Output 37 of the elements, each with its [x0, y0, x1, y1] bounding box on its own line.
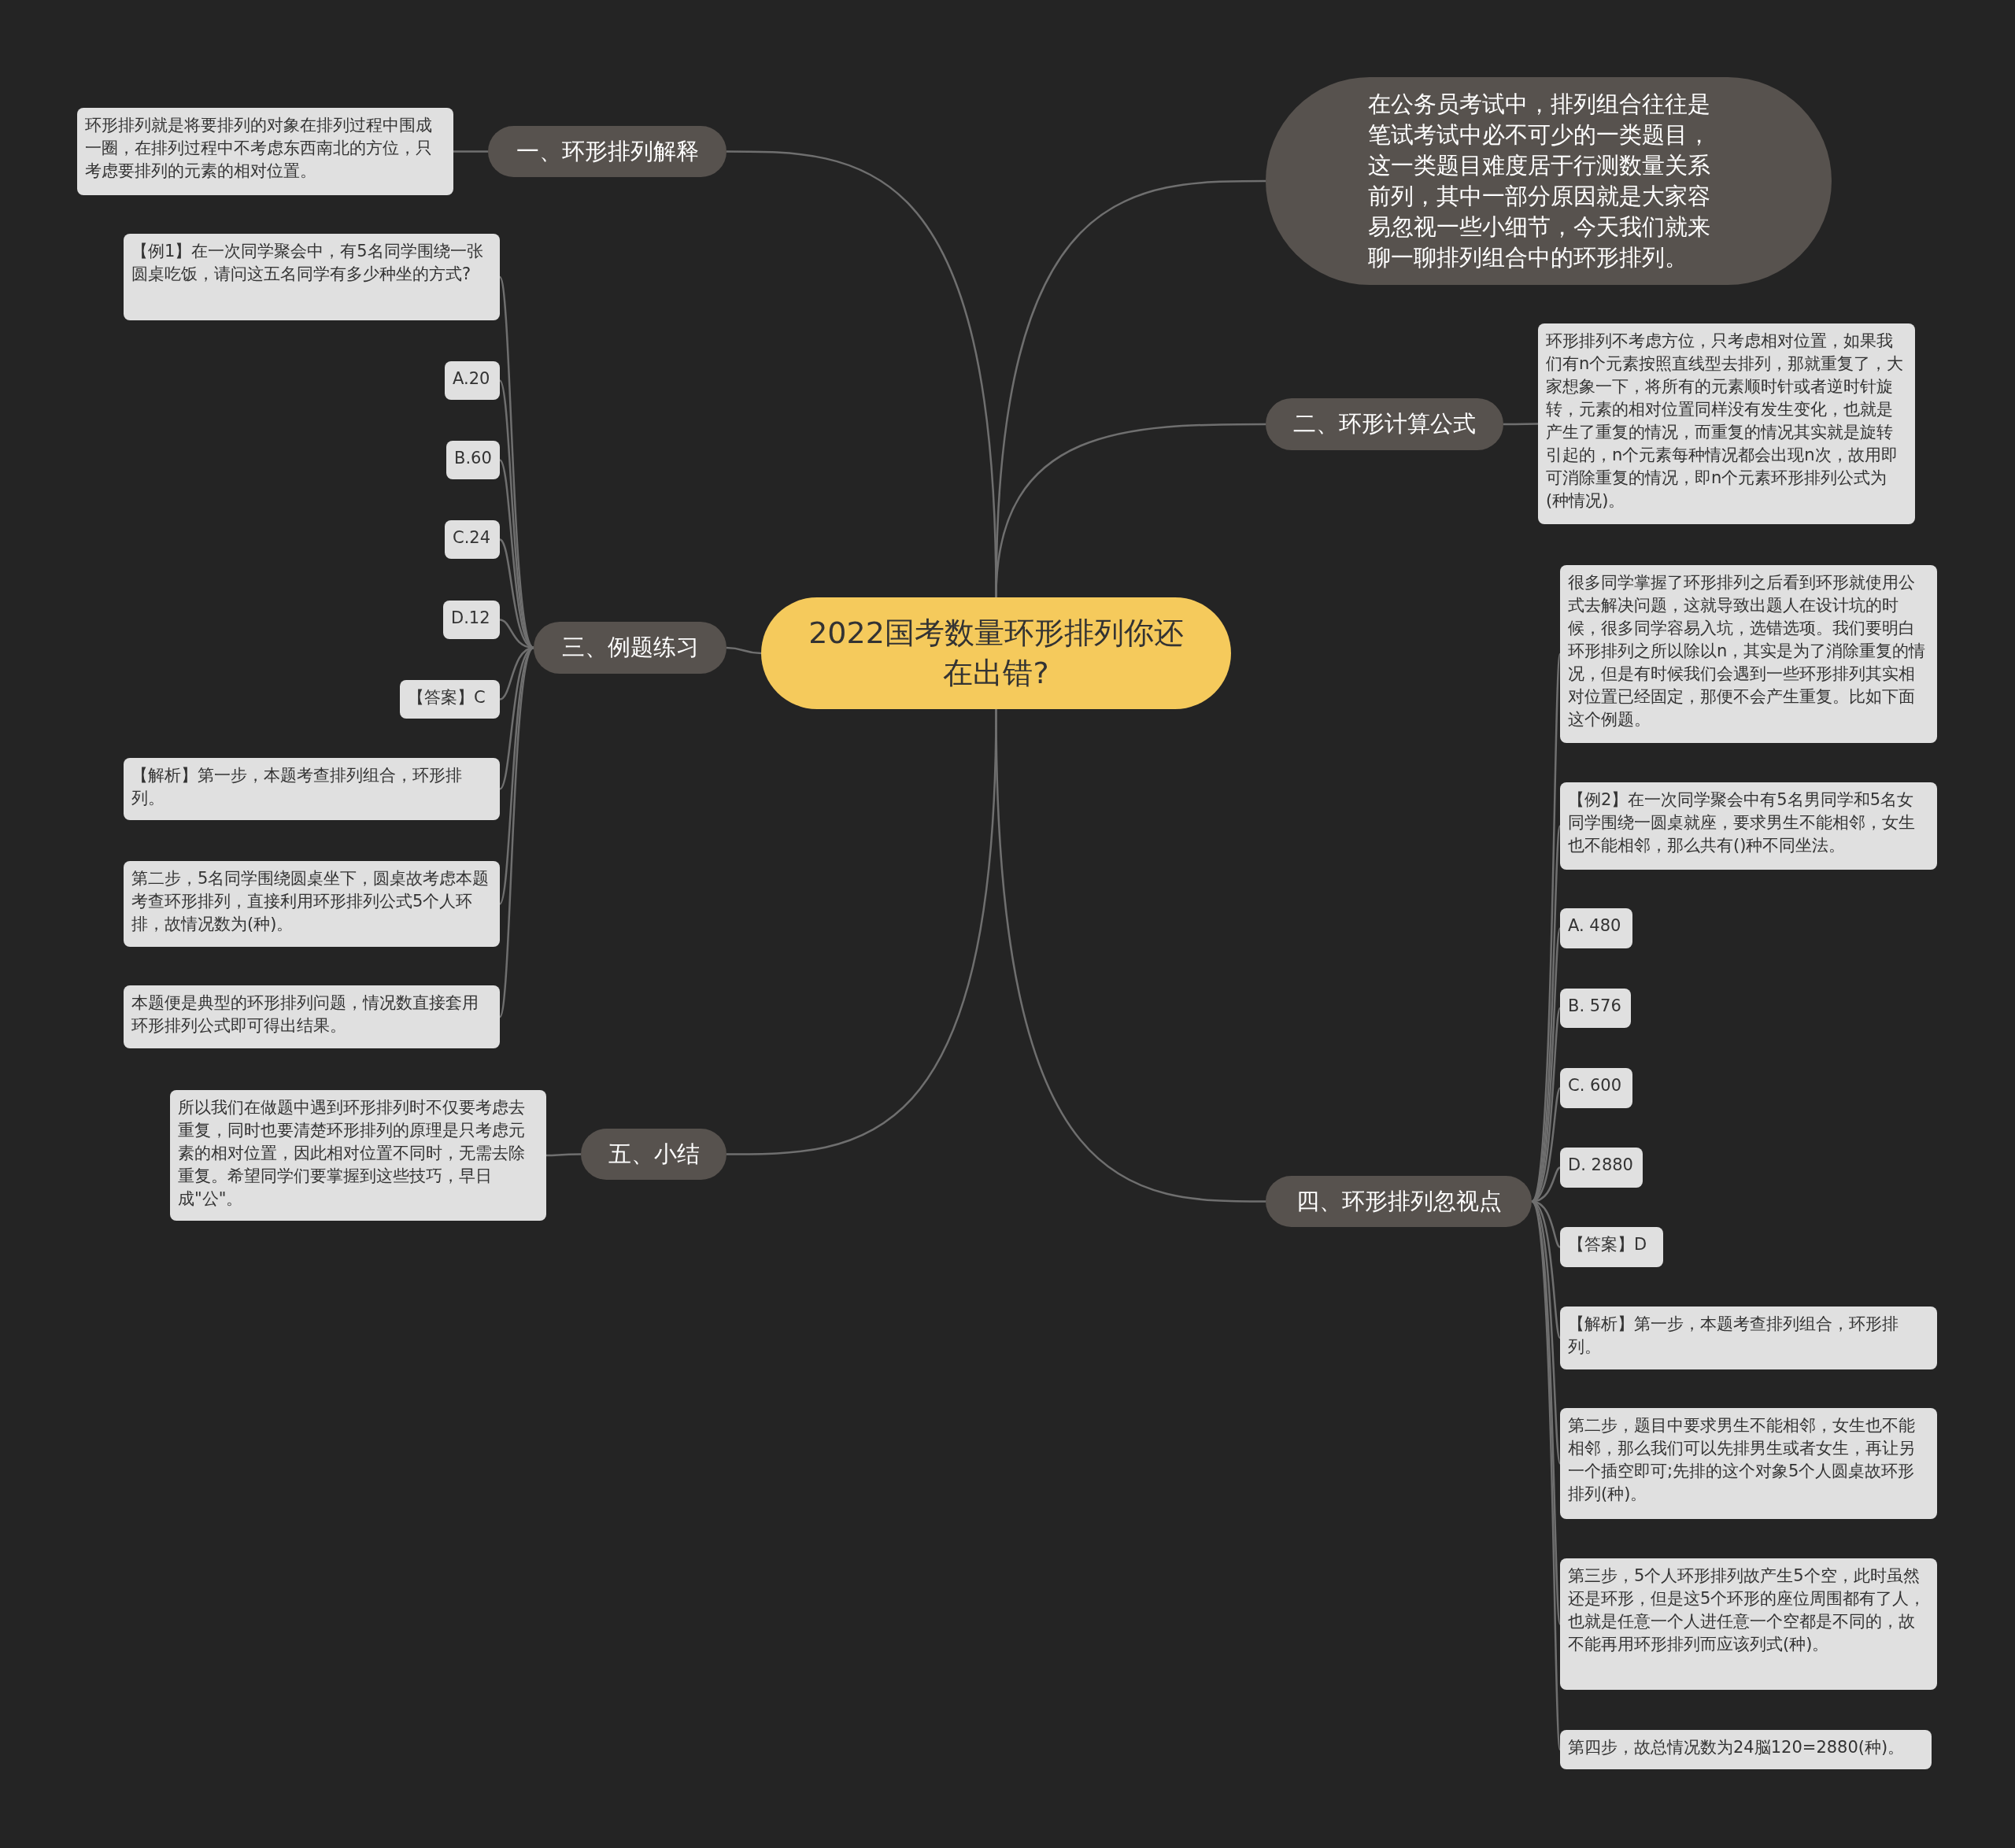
- note-card: 【答案】C: [400, 680, 500, 719]
- note-card: 【解析】第一步，本题考查排列组合，环形排列。: [1560, 1307, 1937, 1369]
- note-card: D.12: [443, 601, 500, 639]
- note-card: 环形排列就是将要排列的对象在排列过程中围成一圈，在排列过程中不考虑东西南北的方位，只考虑要排列的元素的相对位置。: [77, 108, 453, 195]
- note-card: A. 480: [1560, 908, 1632, 948]
- connector-line: [1503, 423, 1538, 426]
- note-card: 【答案】D: [1560, 1227, 1663, 1267]
- note-card: D. 2880: [1560, 1148, 1643, 1188]
- note-card: 第三步，5个人环形排列故产生5个空，此时虽然还是环形，但是这5个环形的座位周围都有了人，也就是任意一个人进任意一个空都是不同的，故不能再用环形排列而应该列式(种)。: [1560, 1558, 1937, 1690]
- intro-pill: 在公务员考试中，排列组合往往是笔试考试中必不可少的一类题目，这一类题目难度居于行测数量关系前列，其中一部分原因就是大家容易忽视一些小细节，今天我们就来聊一聊排列组合中的环形排列。: [1266, 77, 1832, 285]
- connector-line: [726, 646, 762, 655]
- note-card: 【例2】在一次同学聚会中有5名男同学和5名女同学围绕一圆桌就座，要求男生不能相邻，女生也不能相邻，那么共有()种不同坐法。: [1560, 782, 1937, 870]
- note-card: C.24: [445, 520, 500, 559]
- note-card: 第二步，5名同学围绕圆桌坐下，圆桌故考虑本题考查环形排列，直接利用环形排列公式5个人环排，故情况数为(种)。: [124, 861, 500, 947]
- central-topic: 2022国考数量环形排列你还在出错?: [761, 597, 1231, 709]
- note-card: 环形排列不考虑方位，只考虑相对位置，如果我们有n个元素按照直线型去排列，那就重复了，大家想象一下，将所有的元素顺时针或者逆时针旋转，元素的相对位置同样没有发生变化，也就是产生了重复的情况，而重复的情况其实就是旋转引起的，n个元素每种情况都会出现n次，故用即可消除重复的情况，即n个元素环形排列公式为(种情况)。: [1538, 323, 1915, 524]
- branch-pill: 一、环形排列解释: [488, 126, 727, 177]
- note-card: A.20: [445, 361, 500, 400]
- connector-line: [546, 1153, 581, 1157]
- note-card: 第四步，故总情况数为24脳120=2880(种)。: [1560, 1730, 1932, 1769]
- note-card: B.60: [446, 441, 500, 479]
- note-card: 【例1】在一次同学聚会中，有5名同学围绕一张圆桌吃饭，请问这五名同学有多少种坐的方式?: [124, 234, 500, 320]
- connector-line: [995, 708, 1266, 1203]
- branch-pill: 四、环形排列忽视点: [1266, 1176, 1532, 1227]
- note-card: 第二步，题目中要求男生不能相邻，女生也不能相邻，那么我们可以先排男生或者女生，再让另一个插空即可;先排的这个对象5个人圆桌故环形排列(种)。: [1560, 1408, 1937, 1519]
- note-card: 【解析】第一步，本题考查排列组合，环形排列。: [124, 758, 500, 820]
- note-card: C. 600: [1560, 1068, 1632, 1108]
- connector-line: [1530, 653, 1562, 1203]
- connector-line: [1530, 1200, 1562, 1750]
- note-card: 所以我们在做题中遇到环形排列时不仅要考虑去重复，同时也要清楚环形排列的原理是只考虑元素的相对位置，因此相对位置不同时，无需去除重复。希望同学们要掌握到这些技巧，早日成"公"。: [170, 1090, 546, 1221]
- connector-line: [453, 150, 488, 153]
- branch-pill: 五、小结: [581, 1129, 727, 1180]
- note-card: 本题便是典型的环形排列问题，情况数直接套用环形排列公式即可得出结果。: [124, 985, 500, 1048]
- branch-pill: 三、例题练习: [534, 622, 727, 674]
- note-card: B. 576: [1560, 989, 1631, 1028]
- note-card: 很多同学掌握了环形排列之后看到环形就使用公式去解决问题，这就导致出题人在设计坑的时候，很多同学容易入坑，选错选项。我们要明白环形排列之所以除以n，其实是为了消除重复的情况，但是有时候我们会遇到一些环形排列其实相对位置已经固定，那便不会产生重复。比如下面这个例题。: [1560, 565, 1937, 743]
- branch-pill: 二、环形计算公式: [1266, 398, 1503, 450]
